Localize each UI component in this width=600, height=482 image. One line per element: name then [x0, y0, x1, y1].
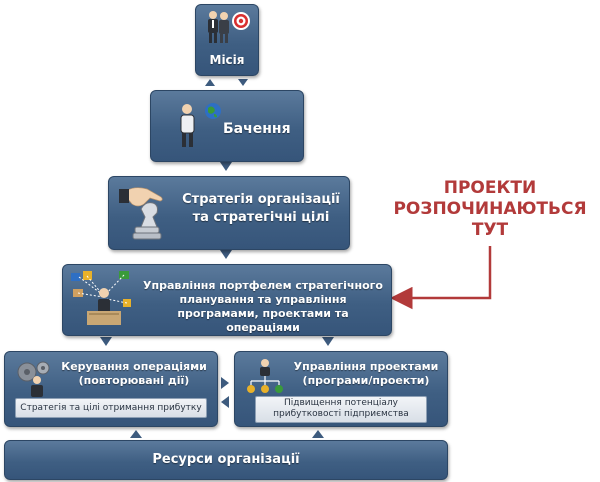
resources-box: Ресурси організації: [4, 440, 448, 480]
arrow-down-to-projects: [322, 337, 334, 346]
portfolio-label: Управління портфелем стратегічного плану…: [143, 279, 383, 334]
businessman-globe-icon: [180, 103, 221, 147]
project-hierarchy-icon: [247, 359, 283, 393]
gears-worker-icon: [17, 361, 50, 397]
projects-sub: Підвищення потенціалу прибутковості підп…: [255, 396, 427, 423]
projects-start-callout: ПРОЕКТИ РОЗПОЧИНАЮТЬСЯ ТУТ: [393, 178, 587, 240]
arrow-up-mission-left: [205, 79, 215, 86]
vision-box: Бачення: [150, 90, 304, 162]
network-manager-icon: [71, 271, 131, 325]
operations-sub: Стратегія та цілі отримання прибутку: [15, 398, 207, 418]
arrow-down-strategy: [220, 250, 232, 259]
arrow-up-resources-to-ops: [130, 430, 142, 438]
mission-box: Місія: [195, 4, 259, 76]
arrow-down-to-operations: [100, 337, 112, 346]
mission-label: Місія: [209, 53, 245, 67]
arrow-up-resources-to-proj: [312, 430, 324, 438]
strategy-label: Стратегія організації та стратегічні ціл…: [182, 192, 340, 225]
operations-title: Керування операціями (повторювані дії): [61, 360, 207, 387]
resources-label: Ресурси організації: [152, 452, 300, 467]
arrow-down-vision: [220, 162, 232, 171]
vision-label: Бачення: [223, 121, 291, 137]
callout-arrow: [390, 246, 492, 310]
arrow-left-proj-to-ops: [221, 396, 229, 408]
operations-box: Керування операціями (повторювані дії) С…: [4, 351, 218, 427]
hand-chess-knight-icon: [119, 187, 163, 240]
projects-title: Управління проектами (програми/проекти): [293, 360, 439, 387]
strategy-box: Стратегія організації та стратегічні ціл…: [108, 176, 350, 250]
arrow-down-mission-right: [238, 79, 248, 86]
projects-box: Управління проектами (програми/проекти) …: [234, 351, 448, 427]
portfolio-box: Управління портфелем стратегічного плану…: [62, 264, 392, 336]
businessmen-target-icon: [208, 11, 250, 43]
arrow-right-ops-to-proj: [221, 377, 229, 389]
